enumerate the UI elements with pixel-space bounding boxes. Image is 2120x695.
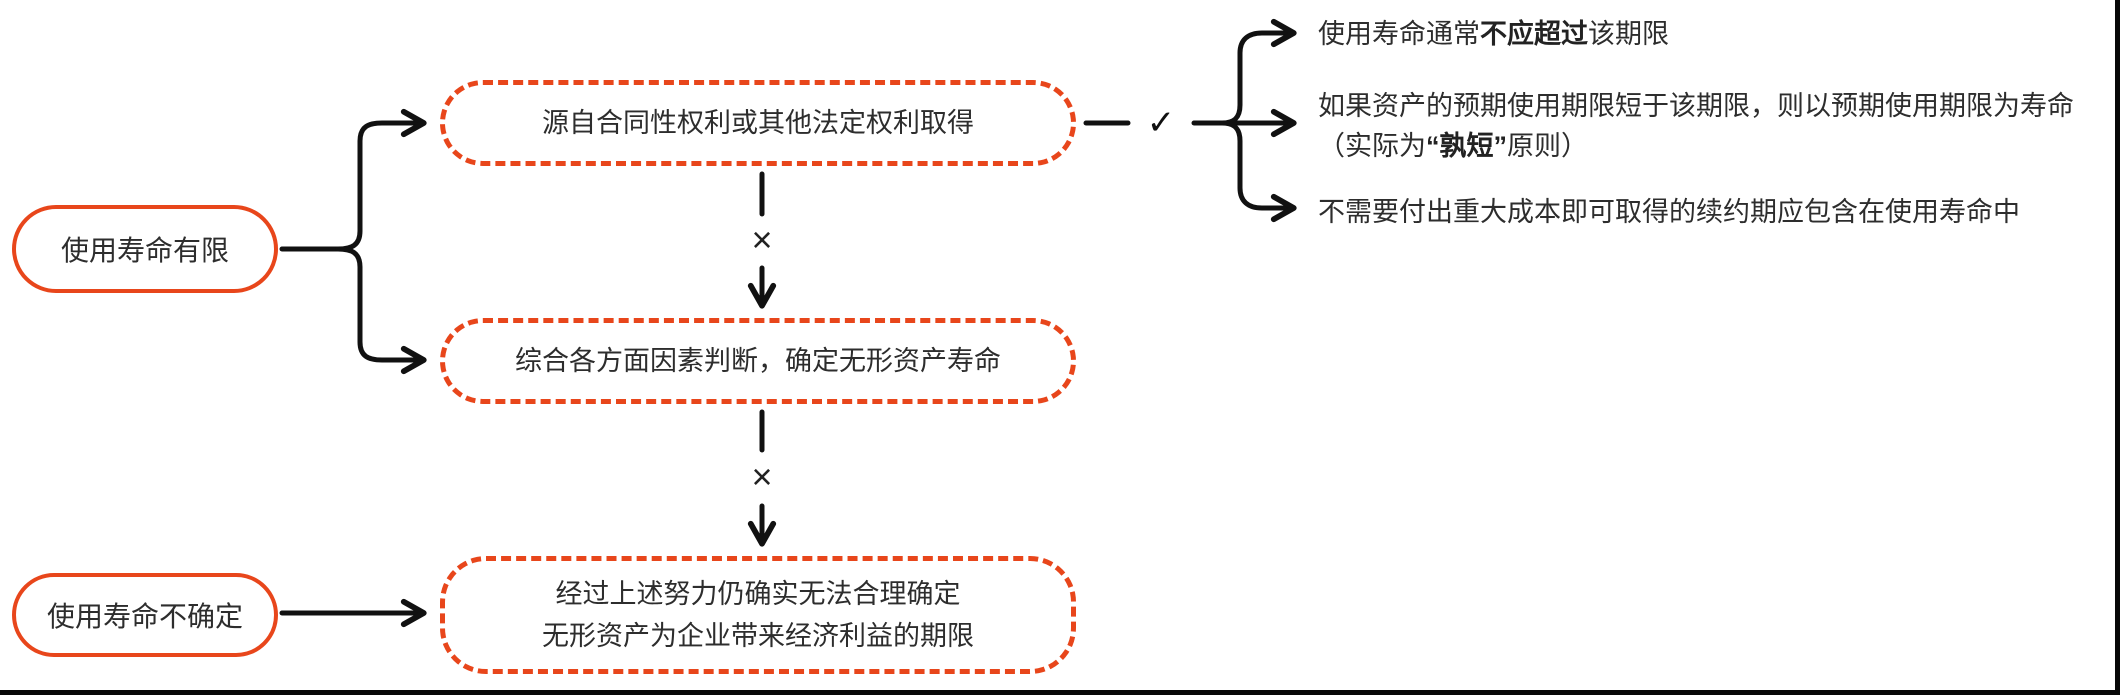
wire-finite-to-contractual bbox=[335, 108, 427, 252]
wire-check-to-rule3 bbox=[1219, 120, 1297, 223]
cross-mark-1: × bbox=[751, 219, 773, 260]
check-mark: ✓ bbox=[1146, 104, 1176, 142]
node-useful-life-finite: 使用寿命有限 bbox=[12, 205, 278, 293]
outcome-rule3-text: 不需要付出重大成本即可取得的续约期应包含在使用寿命中 bbox=[1318, 197, 2020, 227]
box-comprehensive-judgement: 综合各方面因素判断，确定无形资产寿命 bbox=[440, 318, 1076, 404]
outcome-rule1-post: 该期限 bbox=[1588, 19, 1669, 49]
outcome-rule1: 使用寿命通常不应超过该期限 bbox=[1318, 14, 1669, 54]
outcome-rule3: 不需要付出重大成本即可取得的续约期应包含在使用寿命中 bbox=[1318, 192, 2020, 232]
node-useful-life-indefinite: 使用寿命不确定 bbox=[12, 573, 278, 657]
outcome-rule2: 如果资产的预期使用期限短于该期限，则以预期使用期限为寿命 （实际为“孰短”原则） bbox=[1318, 86, 2074, 166]
box-unable-to-determine: 经过上述努力仍确实无法合理确定 无形资产为企业带来经济利益的期限 bbox=[440, 556, 1076, 674]
outcome-rule2-line2-bold: “孰短” bbox=[1426, 131, 1507, 161]
box-comprehensive-judgement-label: 综合各方面因素判断，确定无形资产寿命 bbox=[515, 346, 1001, 376]
wire-check-to-rule1 bbox=[1219, 18, 1297, 126]
outcome-rule2-line2-pre: （实际为 bbox=[1318, 131, 1426, 161]
box-contractual-rights: 源自合同性权利或其他法定权利取得 bbox=[440, 80, 1076, 166]
cross-mark-2: × bbox=[751, 456, 773, 497]
box-unable-line2: 无形资产为企业带来经济利益的期限 bbox=[542, 621, 974, 651]
outcome-rule2-line2: （实际为“孰短”原则） bbox=[1318, 126, 2074, 166]
node-useful-life-finite-label: 使用寿命有限 bbox=[60, 235, 229, 266]
outcome-rule1-bold: 不应超过 bbox=[1480, 19, 1588, 49]
outcome-rule2-line1: 如果资产的预期使用期限短于该期限，则以预期使用期限为寿命 bbox=[1318, 91, 2074, 121]
outcome-rule2-line2-post: 原则） bbox=[1507, 131, 1588, 161]
wire-finite-to-judgement bbox=[335, 246, 427, 375]
outcome-rule1-pre: 使用寿命通常 bbox=[1318, 19, 1480, 49]
node-useful-life-indefinite-label: 使用寿命不确定 bbox=[46, 601, 243, 632]
box-contractual-rights-label: 源自合同性权利或其他法定权利取得 bbox=[542, 108, 974, 138]
box-unable-line1: 经过上述努力仍确实无法合理确定 bbox=[555, 579, 961, 609]
